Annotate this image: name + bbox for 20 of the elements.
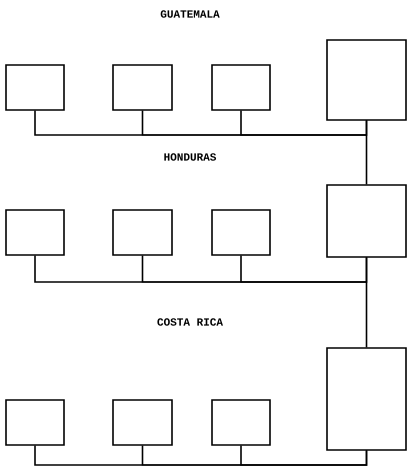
connector-line — [366, 120, 368, 184]
country-label: HONDURAS — [164, 153, 216, 161]
country-label: GUATEMALA — [160, 10, 220, 18]
box — [112, 399, 173, 446]
box — [211, 399, 271, 446]
country-label: COSTA RICA — [157, 318, 223, 326]
box — [112, 209, 173, 256]
box — [5, 399, 65, 446]
connector-line — [240, 110, 368, 136]
box — [326, 39, 407, 121]
box — [326, 347, 407, 451]
box — [326, 184, 407, 258]
connector-line — [366, 258, 368, 348]
connector-line — [240, 256, 368, 283]
box — [112, 64, 173, 111]
box — [5, 209, 65, 256]
box — [5, 64, 65, 111]
box — [211, 64, 271, 111]
box — [211, 209, 271, 256]
connector-line — [240, 446, 368, 466]
